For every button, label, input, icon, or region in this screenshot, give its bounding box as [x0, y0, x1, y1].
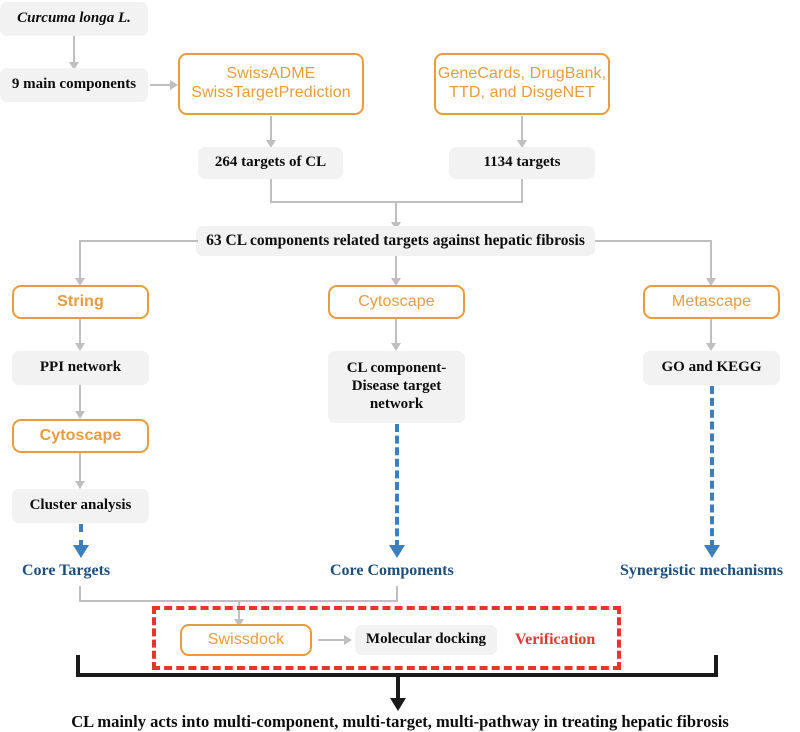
node-swiss-tools[interactable]: SwissADME SwissTargetPrediction	[178, 53, 364, 115]
connector-disease-targets-down	[521, 179, 523, 203]
node-source-plant-label: Curcuma longa L.	[17, 10, 131, 27]
arrowhead-swiss-to-cl-targets	[266, 140, 276, 148]
arrowhead-core-targets	[73, 545, 89, 558]
connector-cytoscape-to-cluster	[79, 453, 81, 483]
node-disease-targets: 1134 targets	[449, 147, 595, 179]
node-disease-databases-line2: TTD, and DisgeNET	[449, 84, 595, 101]
node-swissdock-tool-label: Swissdock	[207, 630, 285, 648]
connector-cl-targets-down	[270, 179, 272, 203]
arrowhead-middle-branch	[391, 278, 401, 286]
arrowhead-components-to-swiss	[170, 80, 178, 90]
connector-string-to-ppi	[79, 319, 81, 345]
arrowhead-databases-to-disease-targets	[517, 140, 527, 148]
connector-intersection-right-branch	[595, 240, 712, 242]
connector-swiss-to-cl-targets	[270, 116, 272, 142]
connector-cluster-to-core-targets	[79, 524, 83, 548]
connector-plant-to-components	[73, 36, 75, 64]
label-core-targets-text: Core Targets	[22, 562, 111, 579]
connector-left-branch-down	[79, 240, 81, 282]
node-ppi-network-label: PPI network	[39, 359, 122, 376]
node-cl-disease-network-line1: CL component-	[346, 360, 447, 377]
node-go-kegg: GO and KEGG	[643, 351, 780, 385]
final-bracket-right	[714, 655, 718, 677]
connector-cytoscape-to-network	[395, 319, 397, 345]
node-string-tool[interactable]: String	[12, 285, 149, 319]
arrowhead-metascape-to-gokegg	[706, 343, 716, 351]
node-string-tool-label: String	[57, 292, 104, 310]
label-synergistic-mechanisms: Synergistic mechanisms	[620, 562, 783, 580]
arrowhead-plant-to-components	[69, 62, 79, 70]
connector-gokegg-to-synergistic	[710, 386, 714, 548]
node-molecular-docking-label: Molecular docking	[365, 631, 487, 648]
arrowhead-cytoscape-to-network	[391, 343, 401, 351]
node-swiss-tools-line1: SwissADME	[226, 65, 316, 83]
node-cytoscape-tool-middle-label: Cytoscape	[358, 292, 435, 310]
node-go-kegg-label: GO and KEGG	[661, 359, 762, 376]
connector-core-targets-down	[79, 586, 81, 602]
connector-intersection-left-branch	[79, 240, 198, 242]
arrowhead-ppi-to-cytoscape	[75, 411, 85, 419]
arrowhead-final-conclusion	[390, 698, 406, 711]
connector-network-to-core-components	[395, 424, 399, 548]
connector-middle-branch-down	[395, 256, 397, 282]
node-cytoscape-tool-middle[interactable]: Cytoscape	[328, 285, 465, 319]
connector-merge-to-intersection	[395, 201, 397, 225]
node-metascape-tool[interactable]: Metascape	[643, 285, 780, 319]
final-bracket-stem	[396, 673, 400, 701]
connector-ppi-to-cytoscape	[79, 385, 81, 413]
node-source-plant: Curcuma longa L.	[0, 2, 148, 36]
node-cluster-analysis-label: Cluster analysis	[29, 497, 132, 514]
connector-metascape-to-gokegg	[710, 319, 712, 345]
label-core-targets: Core Targets	[22, 562, 110, 580]
connector-core-merge-to-swissdock	[238, 600, 240, 622]
arrowhead-core-merge-to-swissdock	[234, 619, 244, 627]
node-molecular-docking: Molecular docking	[355, 625, 497, 655]
connector-databases-to-disease-targets	[521, 116, 523, 142]
node-cluster-analysis: Cluster analysis	[12, 489, 149, 523]
connector-right-branch-down	[710, 240, 712, 282]
conclusion-statement-text: CL mainly acts into multi-component, mul…	[71, 712, 729, 731]
node-disease-databases-line1: GeneCards, DrugBank,	[437, 65, 607, 83]
node-disease-targets-label: 1134 targets	[483, 154, 561, 171]
node-main-components-label: 9 main components	[11, 76, 137, 93]
arrowhead-string-to-ppi	[75, 343, 85, 351]
node-cl-targets-label: 264 targets of CL	[214, 154, 327, 171]
node-disease-databases[interactable]: GeneCards, DrugBank, TTD, and DisgeNET	[434, 53, 610, 115]
node-cl-disease-network: CL component- Disease target network	[328, 351, 465, 423]
connector-components-to-swiss	[150, 84, 172, 86]
arrowhead-cytoscape-to-cluster	[75, 481, 85, 489]
verification-region	[152, 606, 621, 670]
label-core-components-text: Core Components	[330, 562, 454, 579]
node-cytoscape-tool-left[interactable]: Cytoscape	[12, 419, 149, 453]
connector-core-components-down	[396, 586, 398, 602]
conclusion-statement: CL mainly acts into multi-component, mul…	[0, 712, 800, 732]
node-swiss-tools-line2: SwissTargetPrediction	[191, 84, 351, 101]
node-intersection-targets: 63 CL components related targets against…	[196, 226, 595, 256]
connector-swissdock-to-docking	[318, 639, 346, 641]
arrowhead-right-branch	[706, 278, 716, 286]
label-synergistic-mechanisms-text: Synergistic mechanisms	[620, 562, 784, 579]
arrowhead-synergistic-mechanisms	[704, 545, 720, 558]
node-cl-disease-network-line2: Disease target	[351, 378, 442, 395]
label-verification: Verification	[515, 631, 595, 649]
node-metascape-tool-label: Metascape	[671, 292, 752, 310]
node-cl-targets: 264 targets of CL	[198, 147, 343, 179]
final-bracket-left	[76, 655, 80, 677]
arrowhead-core-components	[389, 545, 405, 558]
arrowhead-swissdock-to-docking	[344, 635, 352, 645]
node-main-components: 9 main components	[0, 68, 148, 102]
node-ppi-network: PPI network	[12, 351, 149, 385]
label-core-components: Core Components	[330, 562, 454, 580]
node-swissdock-tool[interactable]: Swissdock	[180, 624, 312, 656]
arrowhead-left-branch	[75, 278, 85, 286]
node-intersection-targets-label: 63 CL components related targets against…	[206, 231, 585, 249]
node-cl-disease-network-line3: network	[369, 395, 424, 412]
node-cytoscape-tool-left-label: Cytoscape	[39, 426, 122, 444]
label-verification-text: Verification	[515, 631, 596, 648]
